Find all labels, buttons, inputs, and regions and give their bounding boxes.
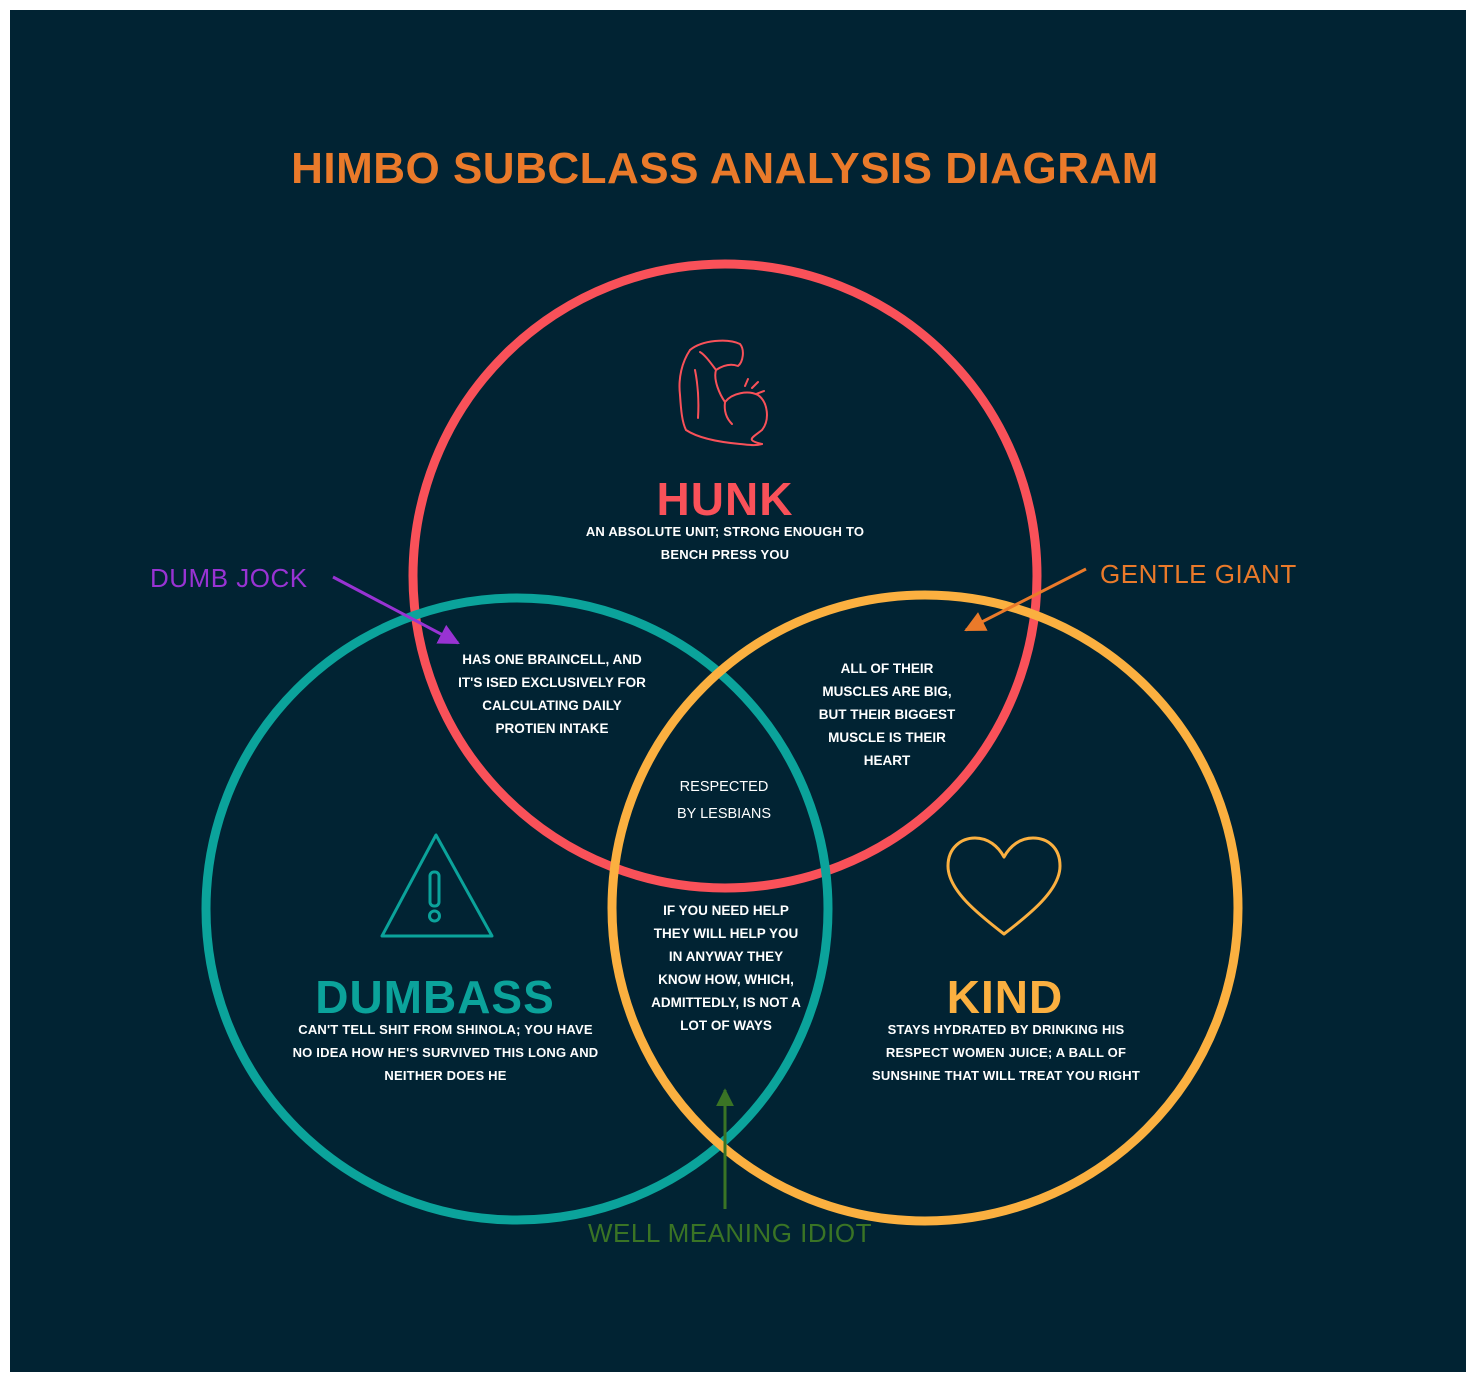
hunk-heading: HUNK	[656, 473, 794, 525]
diagram-title: HIMBO SUBCLASS ANALYSIS DIAGRAM	[291, 144, 1159, 193]
kind-heading: KIND	[946, 971, 1064, 1023]
diagram-canvas: HIMBO SUBCLASS ANALYSIS DIAGRAM HUNK AN …	[10, 10, 1466, 1372]
dumbass-circle	[201, 593, 833, 1225]
dumbass-description: CAN'T TELL SHIT FROM SHINOLA; YOU HAVE N…	[292, 1022, 599, 1083]
flexed-bicep-icon	[678, 339, 768, 447]
kind-circle	[607, 590, 1243, 1226]
hunk-circle	[408, 259, 1042, 893]
venn-diagram-graphics	[201, 259, 1243, 1226]
dumb-jock-label: DUMB JOCK	[150, 563, 308, 593]
gentle-giant-label: GENTLE GIANT	[1100, 559, 1297, 589]
dumbass-kind-intersection-text: IF YOU NEED HELP THEY WILL HELP YOU IN A…	[651, 903, 801, 1033]
dumbass-heading: DUMBASS	[315, 971, 555, 1023]
kind-description: STAYS HYDRATED BY DRINKING HIS RESPECT W…	[872, 1022, 1140, 1083]
hunk-dumbass-intersection-text: HAS ONE BRAINCELL, AND IT'S ISED EXCLUSI…	[458, 652, 646, 736]
hunk-kind-intersection-text: ALL OF THEIR MUSCLES ARE BIG, BUT THEIR …	[818, 661, 956, 768]
hunk-description: AN ABSOLUTE UNIT; STRONG ENOUGH TO BENCH…	[585, 524, 865, 562]
heart-icon	[946, 836, 1062, 936]
all-three-intersection-text: RESPECTED BY LESBIANS	[676, 779, 772, 822]
warning-triangle-icon	[380, 833, 494, 938]
dumb-jock-arrow	[332, 575, 460, 645]
gentle-giant-arrow	[964, 567, 1087, 632]
well-meaning-idiot-label: WELL MEANING IDIOT	[588, 1218, 872, 1248]
